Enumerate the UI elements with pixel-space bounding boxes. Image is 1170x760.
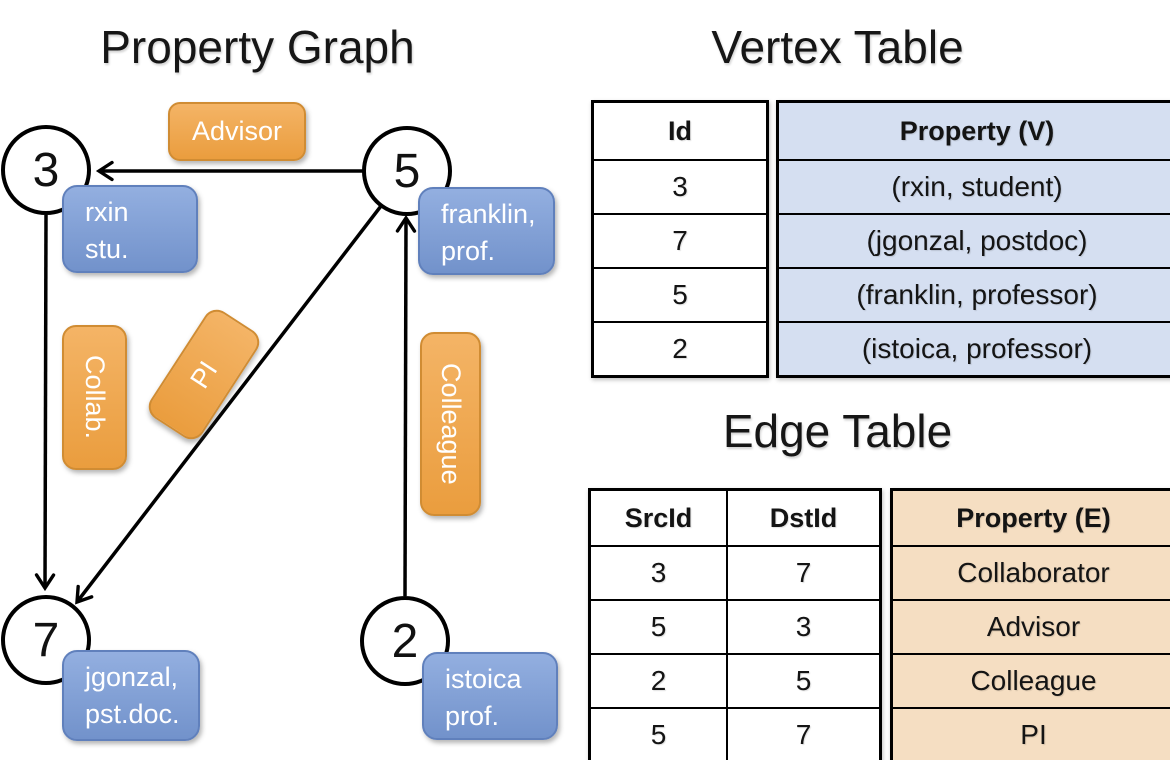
vertex-table-id-column: Id 3 7 5 2 — [591, 100, 769, 378]
edge-label-advisor: Advisor — [168, 102, 306, 161]
edge-table-property-cell: Colleague — [893, 653, 1170, 707]
edge-table-src-header: SrcId — [624, 502, 693, 533]
edge-table-dst-cell: 7 — [726, 707, 879, 760]
edge-colleague-arrow — [395, 214, 417, 597]
vertex-label-istoica-line1: istoica — [445, 664, 522, 694]
edge-label-colleague: Colleague — [420, 332, 481, 516]
edge-label-collab: Collab. — [62, 325, 127, 470]
edge-table-src-cell: 5 — [591, 599, 726, 653]
vertex-label-franklin-line2: prof. — [441, 236, 496, 266]
edge-label-collab-text: Collab. — [80, 355, 110, 440]
edge-table-src-cell: 5 — [591, 707, 726, 760]
vertex-table-title: Vertex Table — [711, 21, 964, 73]
vertex-label-rxin-line2: stu. — [85, 234, 129, 264]
vertex-label-jgonzal-line2: pst.doc. — [85, 699, 180, 729]
vertex-table-property-column: Property (V) (rxin, student) (jgonzal, p… — [776, 100, 1170, 378]
edge-table-property-column: Property (E) Collaborator Advisor Collea… — [890, 488, 1170, 760]
vertex-label-rxin-line1: rxin — [85, 197, 129, 227]
edge-table-dst-cell: 3 — [726, 599, 879, 653]
vertex-table-id-cell: 2 — [594, 321, 766, 375]
edge-table-property-header: Property (E) — [893, 491, 1170, 545]
edge-table-dst-cell: 5 — [726, 653, 879, 707]
vertex-table-property-cell: (jgonzal, postdoc) — [779, 213, 1170, 267]
edge-table-dst-header: DstId — [726, 491, 879, 545]
edge-table-property-cell: PI — [893, 707, 1170, 760]
edge-table-dst-cell: 7 — [726, 545, 879, 599]
vertex-table-property-cell: (rxin, student) — [779, 159, 1170, 213]
vertex-label-jgonzal: jgonzal, pst.doc. — [62, 650, 200, 741]
vertex-label-rxin: rxin stu. — [62, 185, 198, 273]
vertex-table: Id 3 7 5 2 Property (V) (rxin, student) … — [591, 100, 1170, 378]
vertex-label-istoica-line2: prof. — [445, 701, 500, 731]
edge-table-property-cell: Advisor — [893, 599, 1170, 653]
edge-label-pi-text: PI — [184, 355, 224, 394]
edge-pi-arrow — [75, 204, 383, 605]
vertex-table-property-header: Property (V) — [779, 103, 1170, 159]
vertex-label-franklin: franklin, prof. — [418, 187, 555, 275]
edge-table-title: Edge Table — [722, 405, 953, 457]
vertex-label-franklin-line1: franklin, — [441, 199, 536, 229]
vertex-table-id-cell: 3 — [594, 159, 766, 213]
vertex-table-id-cell: 7 — [594, 213, 766, 267]
edge-table-property-cell: Collaborator — [893, 545, 1170, 599]
vertex-table-id-header: Id — [668, 115, 692, 146]
edge-table-id-columns: SrcId DstId 3 7 5 3 2 5 5 7 — [588, 488, 882, 760]
edge-label-colleague-text: Colleague — [436, 363, 466, 485]
node-3-id: 3 — [32, 143, 60, 197]
edge-collab-arrow — [34, 214, 56, 592]
node-2-id: 2 — [391, 614, 419, 668]
node-5-id: 5 — [393, 144, 421, 198]
vertex-table-id-cell: 5 — [594, 267, 766, 321]
edge-table: SrcId DstId 3 7 5 3 2 5 5 7 Property (E)… — [588, 488, 1170, 760]
property-graph-title: Property Graph — [100, 21, 415, 73]
edge-label-advisor-text: Advisor — [191, 116, 283, 146]
edge-table-src-cell: 2 — [591, 653, 726, 707]
vertex-label-istoica: istoica prof. — [422, 652, 558, 740]
node-7-id: 7 — [32, 613, 60, 667]
edge-table-src-cell: 3 — [591, 545, 726, 599]
vertex-table-property-cell: (franklin, professor) — [779, 267, 1170, 321]
vertex-table-property-cell: (istoica, professor) — [779, 321, 1170, 375]
vertex-label-jgonzal-line1: jgonzal, — [85, 662, 179, 692]
